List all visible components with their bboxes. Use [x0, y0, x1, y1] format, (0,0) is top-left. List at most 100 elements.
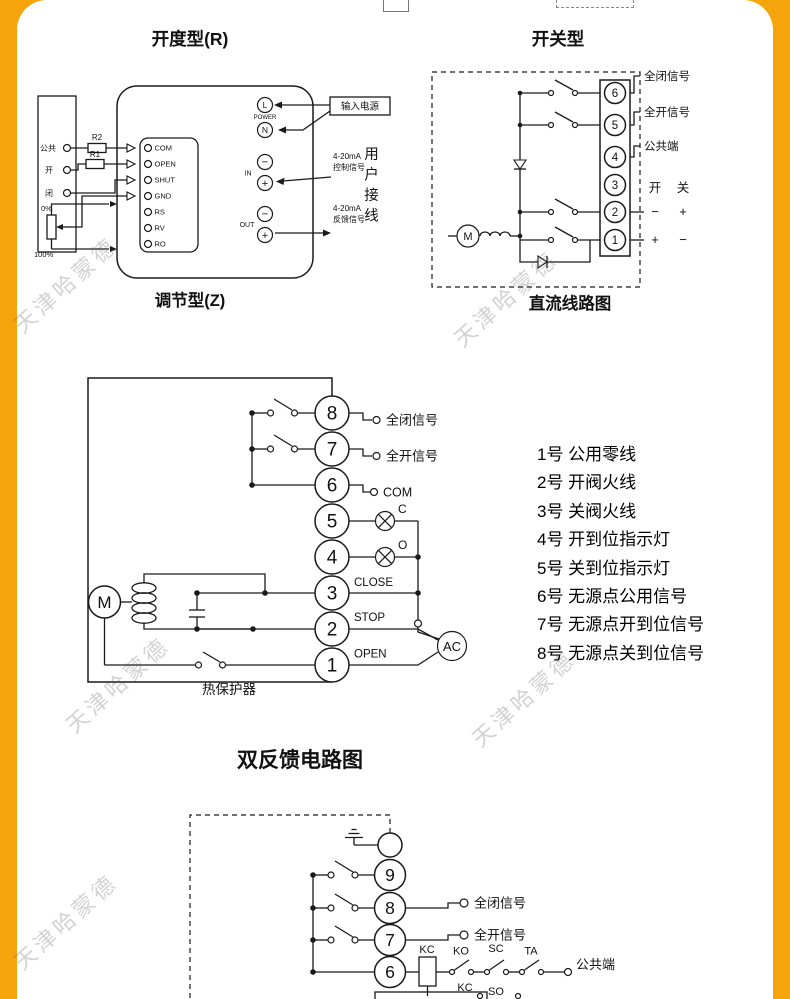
out-label: OUT	[240, 222, 256, 229]
input-resistors: R2 R1	[85, 133, 107, 170]
relay-network: KC KO SC TA 公共端 KC SO	[374, 943, 615, 999]
terminal-number: 5	[612, 120, 618, 132]
input-wires	[50, 143, 137, 252]
dc-circuit: M	[448, 79, 600, 270]
input-power-label: 输入电源	[341, 101, 380, 113]
com-label: COM	[383, 486, 412, 500]
top-cropped-box-fragment	[383, 0, 409, 12]
double-feedback-title: 双反馈电路图	[237, 749, 363, 772]
lamp-o-label: O	[398, 538, 407, 552]
motor-label: M	[463, 231, 472, 243]
outer-terminal-label: 闭	[45, 189, 53, 198]
thermal-protector-label: 热保护器	[202, 682, 256, 697]
signal-labels: 全闭信号 全开信号	[405, 896, 526, 943]
switch-type-title: 开关型	[532, 29, 585, 49]
legend-line: 7号 无源点开到位信号	[537, 615, 705, 635]
terminal-number: 2	[327, 620, 338, 641]
motor-assembly: M	[87, 573, 315, 632]
thermal-protector: 热保护器	[103, 618, 315, 697]
terminal-number: 6	[327, 476, 338, 497]
minus-symbol: −	[262, 157, 268, 169]
board-terminal-label: RV	[155, 224, 165, 233]
kc2-label: KC	[457, 982, 472, 994]
plus-symbol: +	[651, 232, 659, 247]
dc-diagram-title: 直流线路图	[529, 293, 612, 313]
indicator-lamps: C O	[349, 502, 440, 640]
ground-symbol	[345, 828, 378, 846]
control-signal-line2: 控制信号	[333, 162, 365, 172]
plus-symbol: +	[679, 204, 687, 219]
content-sheet	[17, 0, 773, 999]
terminal-number: 8	[327, 404, 338, 425]
terminal-number: 7	[385, 930, 395, 950]
terminal-legend: 1号 公用零线 2号 开阀火线 3号 关阀火线 4号 开到位指示灯 5号 关到位…	[537, 441, 704, 668]
terminal-number: 1	[327, 656, 338, 677]
ac-network: CLOSE AC STOP OPEN	[349, 577, 468, 666]
close-wire-label: CLOSE	[354, 577, 393, 589]
ko-label: KO	[453, 946, 469, 958]
top-cropped-dashed-fragment	[556, 0, 634, 8]
double-feedback-diagram: 8 7 6 5 4 3 2 1 全闭信号 全开信号 COM	[87, 377, 468, 697]
lamp-c-label: C	[398, 502, 407, 516]
terminal-number: 6	[385, 962, 395, 982]
terminal-L: L	[263, 100, 268, 110]
feedback-switches	[310, 860, 375, 975]
terminal-block: 8 7 6 5 4 3 2 1	[314, 395, 350, 683]
common-label: 公共端	[644, 140, 679, 153]
legend-line: 3号 关阀火线	[537, 501, 637, 521]
pot-bottom-label: 100%	[34, 250, 54, 259]
legend-line: 8号 无源点关到位信号	[537, 643, 705, 663]
feedback-switches	[249, 398, 315, 488]
board-terminal-label: COM	[155, 144, 173, 153]
feedback-signal-line1: 4-20mA	[333, 204, 362, 213]
opening-type-title: 开度型(R)	[152, 29, 229, 49]
outer-terminal-box: 公共 开 闭 0% 100%	[34, 95, 77, 259]
controller-board: COM OPEN SHUT GND RS RV RO	[116, 85, 314, 279]
legend-line: 2号 开阀火线	[537, 473, 637, 493]
close-char: 关	[677, 181, 690, 195]
closed-signal-label: 全闭信号	[386, 413, 438, 428]
ac-source-label: AC	[443, 639, 461, 654]
power-label: POWER	[254, 115, 277, 121]
board-terminal-label: OPEN	[155, 160, 176, 169]
terminal-labels: 全闭信号 全开信号 公共端 开 关 − + + −	[630, 69, 690, 247]
board-terminal-label: GND	[155, 192, 172, 201]
board-terminal-label: RO	[155, 240, 166, 249]
feedback-signal-line2: 反馈信号	[333, 214, 365, 224]
dashed-enclosure	[189, 814, 391, 999]
terminal-number: 4	[612, 152, 619, 164]
enclosure-outline	[87, 377, 333, 683]
common-label: 公共端	[576, 957, 615, 972]
kc-label: KC	[419, 944, 434, 956]
stop-wire-label: STOP	[354, 612, 385, 624]
terminal-number: 1	[612, 235, 618, 247]
bottom-cropped-diagram: 9 8 7 6 全闭信号 全开信号 KC	[189, 814, 615, 999]
user-wiring-label: 用户接线	[362, 146, 378, 228]
user-wiring-arrows: 输入电源 4-20mA 控制信号 4-20mA 反馈信号	[274, 96, 391, 237]
outer-terminal-label: 公共	[40, 144, 56, 153]
terminal-number: 6	[612, 88, 618, 100]
open-wire-label: OPEN	[354, 649, 387, 661]
terminal-number: 7	[327, 440, 338, 461]
minus-symbol: −	[679, 232, 687, 247]
plus-symbol: +	[262, 178, 268, 190]
board-terminal-label: RS	[155, 208, 165, 217]
switch-type-diagram: 开关型 6 5 4 3 2 1 全闭信号 全开信号 公共端 开 关 − + + …	[431, 29, 690, 313]
open-signal-label: 全开信号	[474, 928, 526, 943]
sc-label: SC	[488, 943, 503, 955]
power-io-terminals: L N POWER − + IN − + OUT	[240, 96, 277, 244]
ta-label: TA	[524, 946, 538, 958]
dashed-enclosure	[431, 71, 641, 288]
cropped-box-fragment	[374, 991, 488, 999]
terminal-number: 2	[612, 207, 618, 219]
terminal-strip: 6 5 4 3 2 1	[599, 79, 631, 257]
terminal-number: 8	[385, 898, 395, 918]
minus-symbol: −	[651, 204, 659, 219]
legend-line: 6号 无源点公用信号	[537, 587, 688, 607]
resistor-label: R2	[92, 133, 103, 142]
closed-signal-label: 全闭信号	[644, 69, 690, 83]
pot-top-label: 0%	[41, 204, 52, 213]
legend-line: 1号 公用零线	[537, 445, 637, 464]
regulating-type-title: 调节型(Z)	[155, 290, 226, 310]
terminal-block: 9 8 7 6	[373, 832, 407, 989]
